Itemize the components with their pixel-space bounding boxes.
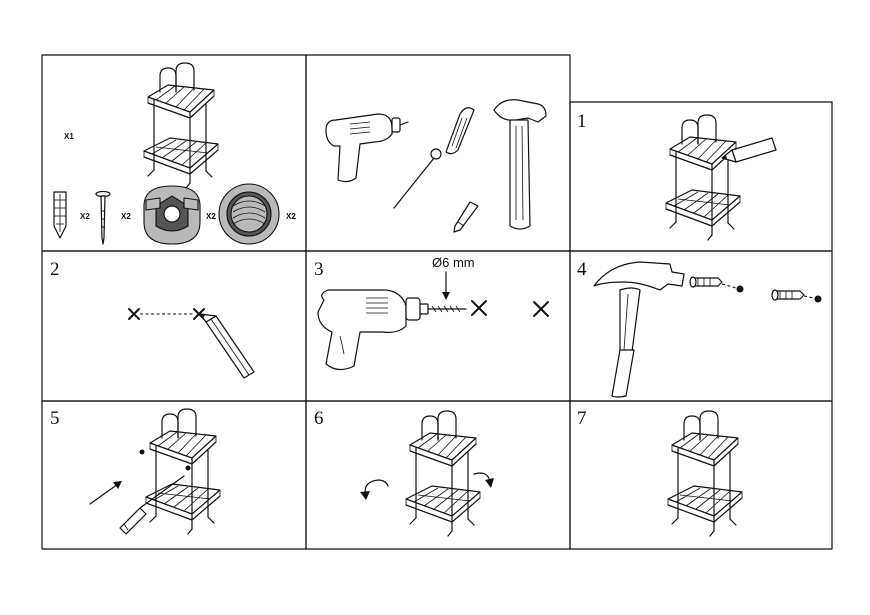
mounting-bracket-illustration [143, 185, 201, 245]
anchor-qty: X2 [80, 212, 90, 221]
step-6-panel: 6 [314, 408, 494, 537]
rotate-right-arrow [473, 472, 494, 488]
step-number: 7 [577, 408, 587, 429]
pencil-illustration [199, 313, 255, 379]
caddy-illustration [145, 408, 221, 535]
insert-path [803, 295, 815, 299]
step-7-panel: 7 [577, 408, 743, 537]
caddy-qty: X1 [64, 132, 74, 141]
wall-anchor-illustration [689, 276, 723, 288]
parts-panel: X1 X2 X2 X2 [53, 62, 296, 245]
caddy-illustration [665, 114, 741, 241]
hammer-tool-illustration [493, 99, 547, 230]
wall-anchor-illustration [771, 289, 805, 301]
hammer-illustration [593, 261, 685, 398]
drill-mark-cross [471, 300, 487, 316]
step-number: 6 [314, 408, 324, 429]
step-number: 5 [50, 408, 60, 429]
panel-grid [41, 54, 833, 550]
step-number: 3 [314, 259, 324, 280]
step-number: 1 [577, 111, 587, 132]
screw-qty: X2 [121, 212, 131, 221]
cap-qty: X2 [286, 212, 296, 221]
step-3-panel: 3 Ø6 mm [314, 255, 549, 371]
drill-mark-cross [533, 301, 549, 317]
wall-mark-cross [128, 308, 140, 320]
insert-path [721, 283, 737, 289]
wall-anchor-illustration [53, 191, 67, 239]
wall-hole [139, 449, 145, 455]
screwdriver-tool-illustration [393, 107, 475, 209]
step-1-panel: 1 [577, 111, 777, 241]
caddy-illustration [405, 410, 481, 537]
caddy-illustration [667, 410, 743, 537]
wall-hole [814, 295, 822, 303]
tools-panel [325, 99, 547, 233]
drill-illustration [317, 289, 429, 371]
pencil-tool-illustration [453, 201, 479, 233]
bracket-qty: X2 [206, 212, 216, 221]
step-number: 4 [577, 259, 587, 280]
step-4-panel: 4 [577, 259, 822, 398]
wall-hole [736, 285, 744, 293]
drill-tool-illustration [325, 113, 409, 183]
step-2-panel: 2 [50, 259, 255, 379]
step-5-panel: 5 [50, 408, 221, 535]
drill-bit-size-label: Ø6 mm [432, 255, 475, 270]
wall-hole [185, 465, 191, 471]
pencil-illustration [721, 137, 777, 163]
screwdriver-illustration [119, 475, 185, 535]
screw-illustration [95, 190, 111, 245]
drill-bit-illustration [427, 305, 467, 313]
caddy-illustration [143, 62, 219, 189]
rotate-left-arrow [360, 479, 389, 500]
push-arrow [89, 481, 122, 505]
end-cap-illustration [218, 183, 280, 245]
step-number: 2 [50, 259, 60, 280]
